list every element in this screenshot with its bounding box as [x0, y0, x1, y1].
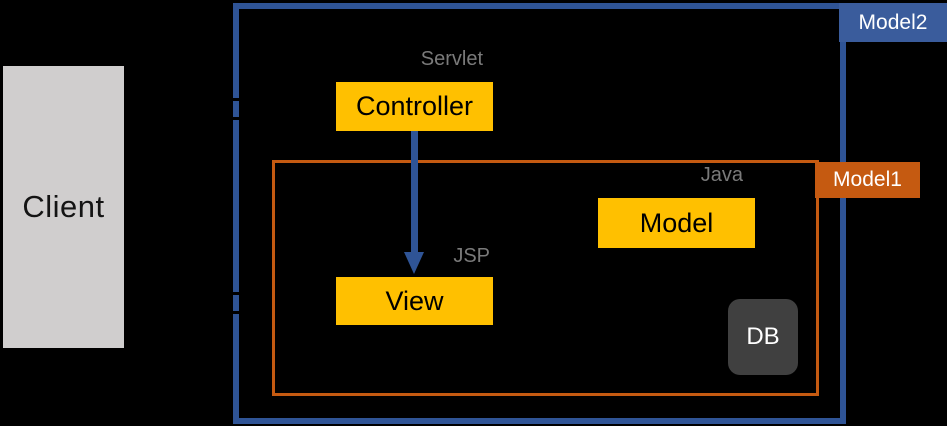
- model1-tag-label: Model1: [833, 168, 902, 191]
- border-gap-top-2: [233, 117, 239, 120]
- db-label: DB: [746, 323, 780, 350]
- client-label: Client: [22, 189, 105, 224]
- model1-tag: Model1: [815, 162, 920, 198]
- jsp-annotation: JSP: [453, 245, 490, 267]
- db-node: DB: [728, 299, 798, 375]
- servlet-annotation: Servlet: [420, 48, 483, 70]
- view-node: View: [336, 277, 493, 325]
- border-gap-bottom-2: [233, 311, 239, 314]
- model2-container-border: [233, 3, 846, 424]
- controller-node: Controller: [336, 82, 493, 131]
- border-gap-bottom-1: [233, 292, 239, 295]
- model1-container-border: [272, 160, 819, 396]
- client-node: Client: [3, 66, 124, 348]
- controller-label: Controller: [355, 91, 474, 121]
- border-gap-top-1: [233, 98, 239, 101]
- java-annotation: Java: [700, 164, 743, 186]
- view-label: View: [385, 285, 444, 316]
- model2-tag: Model2: [839, 3, 947, 42]
- model2-tag-label: Model2: [858, 10, 928, 34]
- model-label: Model: [639, 207, 714, 238]
- controller-to-view-arrow-head: [404, 252, 424, 274]
- controller-to-view-arrow-shaft: [411, 131, 418, 253]
- model-node: Model: [598, 198, 755, 248]
